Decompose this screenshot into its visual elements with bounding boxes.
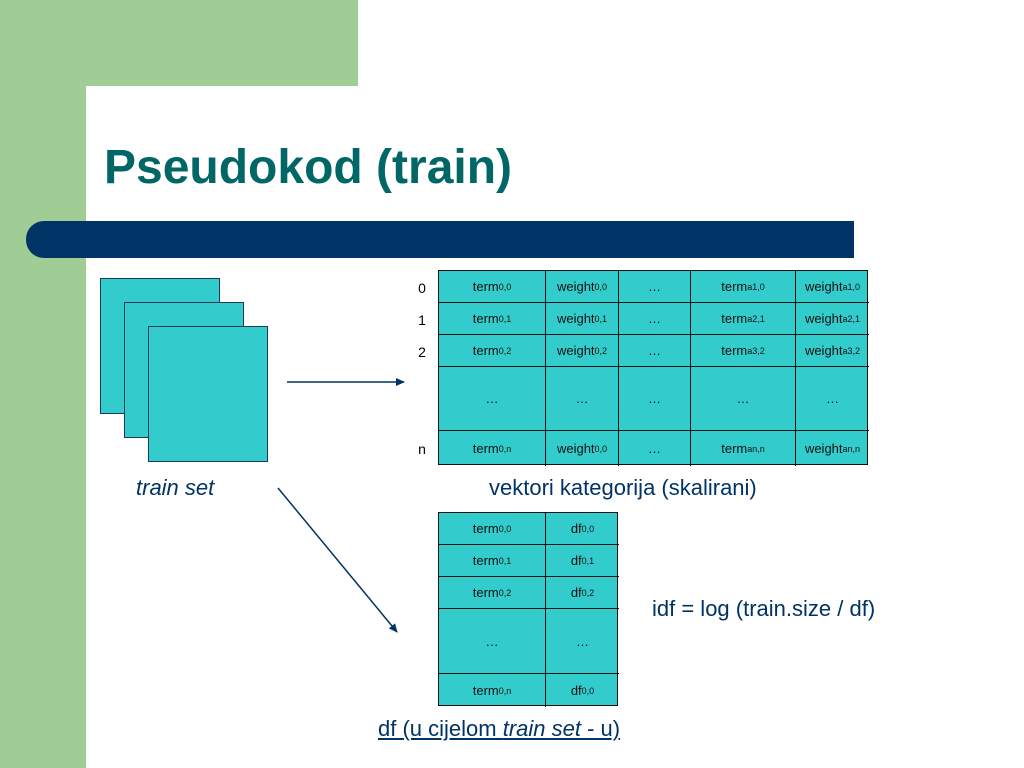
arrow-to-df-table — [277, 487, 398, 633]
train-set-label: train set — [136, 475, 215, 500]
vectors-table-cell: … — [619, 431, 691, 466]
idf-formula: idf = log (train.size / df) — [652, 596, 876, 621]
df-caption: df (u cijelom train set - u) — [378, 716, 621, 741]
background-green-top — [0, 0, 358, 86]
row-index-1: 1 — [418, 312, 426, 328]
vectors-table-cell: … — [619, 367, 691, 431]
row-index-n: n — [418, 441, 426, 457]
title-underline-bar — [26, 221, 854, 258]
train-set-sheet-3 — [148, 326, 268, 462]
vectors-table-cell: … — [619, 335, 691, 367]
vectors-table-cell: … — [796, 367, 869, 431]
vectors-table-cell: … — [691, 367, 796, 431]
slide-title: Pseudokod (train) — [104, 141, 513, 194]
vectors-table-cell: … — [439, 367, 546, 431]
row-index-0: 0 — [418, 280, 426, 296]
vectors-table-cell: … — [546, 367, 619, 431]
vectors-caption: vektori kategorija (skalirani) — [489, 475, 757, 500]
background-green-left — [0, 0, 86, 768]
df-table-cell: … — [439, 609, 546, 674]
vectors-table-cell: … — [619, 303, 691, 335]
df-table-cell: … — [546, 609, 619, 674]
row-index-2: 2 — [418, 344, 426, 360]
vectors-table-cell: … — [619, 271, 691, 303]
